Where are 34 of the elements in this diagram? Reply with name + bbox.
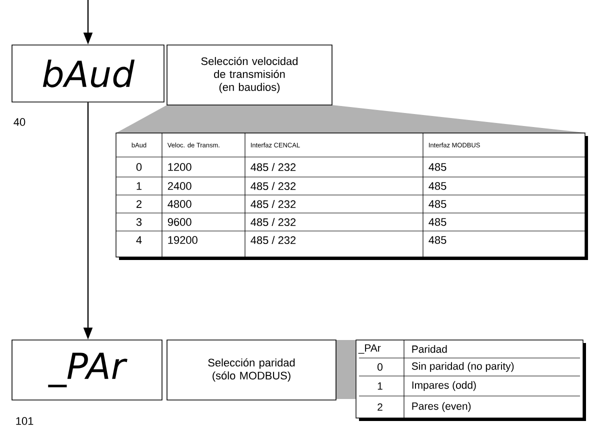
table-cell: 485 [428,218,446,226]
table-cell: 4800 [168,200,192,208]
table-cell: 2 [136,200,142,208]
table-cell: 3 [136,218,142,226]
table-cell: Sin paridad (no parity) [412,362,514,372]
table-cell: 0 [378,363,382,371]
table-cell: 485 [428,236,446,244]
table-cell: 485 [428,182,446,190]
table-cell: 485 / 232 [250,200,296,208]
table-cell: 1 [378,382,382,390]
table-cell: 4 [136,236,142,244]
parameter-number: 40 [14,118,26,126]
description-box: Selección velocidad de transmisión (en baudios) [166,44,332,106]
table-cell: 2400 [168,182,192,190]
table-cell: 1200 [168,163,192,171]
table-cell: 2 [378,403,382,411]
display-box: bAud [12,44,164,102]
table-cell: _PAr [358,344,381,354]
table-cell: 0 [136,163,142,171]
table-cell: 9600 [168,218,192,226]
table-cell: 485 [428,200,446,208]
parameter-number: 101 [16,417,34,425]
display-box: _PAr [12,340,162,400]
table-cell: 485 / 232 [250,182,296,190]
table-cell: 485 / 232 [250,236,296,244]
table-cell: 485 / 232 [250,218,296,226]
table-cell: Pares (even) [412,402,471,412]
table-cell: 1 [136,182,142,190]
table-cell: 485 / 232 [250,162,296,172]
table-cell: Paridad [412,345,447,353]
table-cell: 19200 [168,236,198,244]
table-cell: 485 [428,163,446,171]
description-box: Selección paridad (sólo MODBUS) [166,340,336,400]
table-cell: Impares (odd) [412,381,476,391]
